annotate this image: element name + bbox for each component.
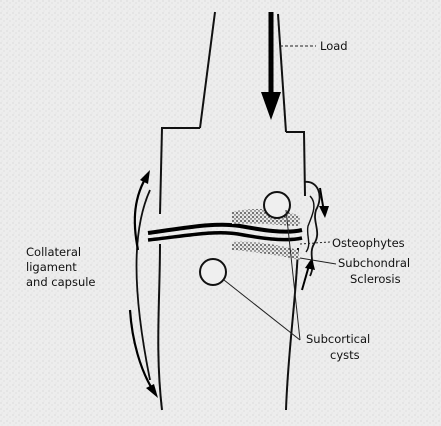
subchondral-label-line1: Subchondral [338,256,410,270]
collateral-label-line1: Collateral [26,245,81,259]
collateral-label-line2: ligament [26,260,77,274]
collateral-label-line3: and capsule [26,275,96,289]
cyst-lower [200,259,226,285]
load-label: Load [320,39,348,53]
subchondral-label-line2: Sclerosis [350,272,401,286]
subcortical-label-line1: Subcortical [306,332,370,346]
osteophytes-label: Osteophytes [332,236,405,250]
subcortical-label-line2: cysts [330,348,360,362]
